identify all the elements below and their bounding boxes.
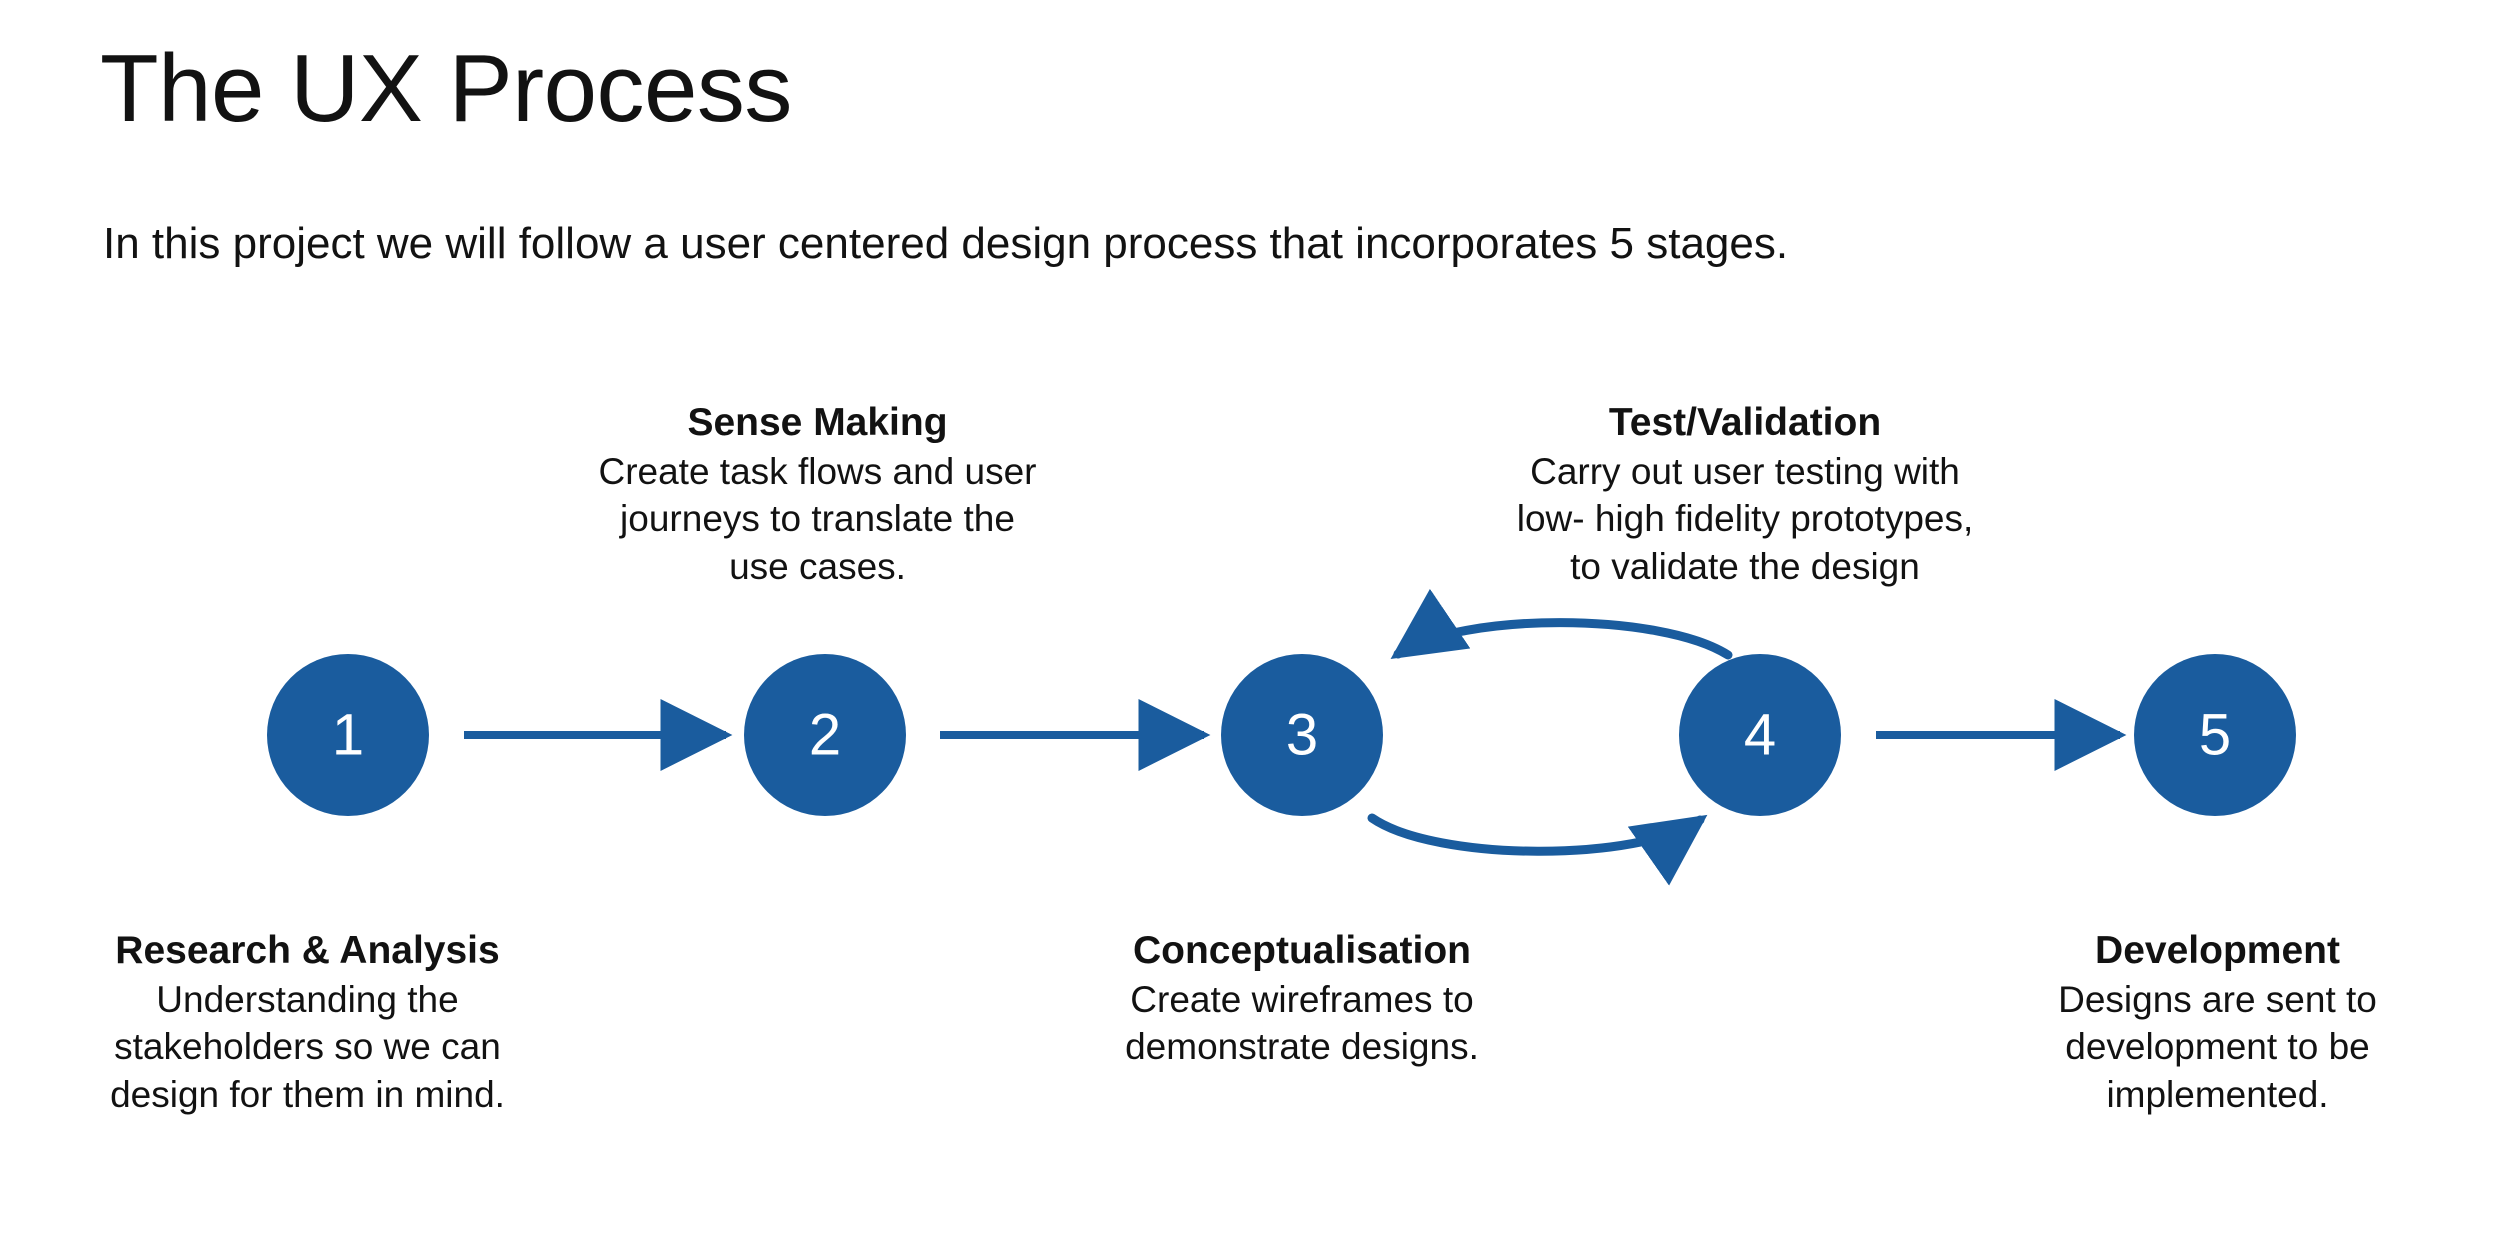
stage-title-conceptualisation: Conceptualisation — [1132, 929, 1472, 972]
stage-desc-line: to validate the design — [1570, 545, 1920, 587]
stage-title-research-analysis: Research & Analysis — [115, 929, 500, 972]
stage-description-sense-making: Create task flows and user journeys to t… — [525, 448, 1110, 590]
node-number-5: 5 — [2199, 703, 2231, 768]
stage-desc-line: use cases. — [729, 545, 906, 587]
stage-description-development: Designs are sent to development to be im… — [1980, 976, 2455, 1118]
stage-title-development: Development — [2095, 929, 2340, 972]
stage-desc-line: design for them in mind. — [110, 1073, 505, 1115]
stage-desc-line: implemented. — [2106, 1073, 2329, 1115]
node-number-3: 3 — [1286, 703, 1318, 768]
stage-title-sense-making: Sense Making — [687, 401, 948, 444]
connector-4-to-3-curved — [1390, 588, 1733, 660]
page-subtitle: In this project we will follow a user ce… — [103, 219, 1789, 268]
stage-title-test-validation: Test/Validation — [1608, 401, 1882, 444]
stage-desc-line: Carry out user testing with — [1530, 451, 1960, 493]
stage-desc-line: low- high fidelity prototypes, — [1516, 498, 1974, 540]
stage-desc-line: Create wireframes to — [1130, 979, 1474, 1021]
stage-description-conceptualisation: Create wireframes to demonstrate designs… — [1022, 976, 1582, 1071]
stage-desc-line: demonstrate designs. — [1125, 1026, 1479, 1068]
connector-3-to-4-curved — [1367, 813, 1708, 886]
node-number-1: 1 — [332, 703, 364, 768]
stage-label-development: Development Designs are sent to developm… — [1980, 928, 2455, 1118]
stage-label-conceptualisation: Conceptualisation Create wireframes to d… — [1022, 928, 1582, 1071]
stage-description-test-validation: Carry out user testing with low- high fi… — [1455, 448, 2035, 590]
node-circle-1[interactable]: 1 — [267, 654, 429, 816]
node-number-2: 2 — [809, 703, 841, 768]
stage-label-test-validation: Test/Validation Carry out user testing w… — [1455, 400, 2035, 590]
stage-desc-line: development to be — [2065, 1026, 2370, 1068]
node-circle-3[interactable]: 3 — [1221, 654, 1383, 816]
stage-label-sense-making: Sense Making Create task flows and user … — [525, 400, 1110, 590]
node-circle-4[interactable]: 4 — [1679, 654, 1841, 816]
stage-desc-line: Designs are sent to — [2058, 979, 2377, 1021]
stage-desc-line: stakeholders so we can — [114, 1026, 501, 1068]
stage-label-research-analysis: Research & Analysis Understanding the st… — [35, 928, 580, 1118]
stage-description-research-analysis: Understanding the stakeholders so we can… — [35, 976, 580, 1118]
node-circle-5[interactable]: 5 — [2134, 654, 2296, 816]
node-circle-2[interactable]: 2 — [744, 654, 906, 816]
page-title: The UX Process — [100, 35, 792, 142]
stage-desc-line: Create task flows and user — [598, 451, 1037, 493]
node-number-4: 4 — [1744, 703, 1776, 768]
stage-desc-line: journeys to translate the — [620, 498, 1015, 540]
stage-desc-line: Understanding the — [156, 979, 459, 1021]
